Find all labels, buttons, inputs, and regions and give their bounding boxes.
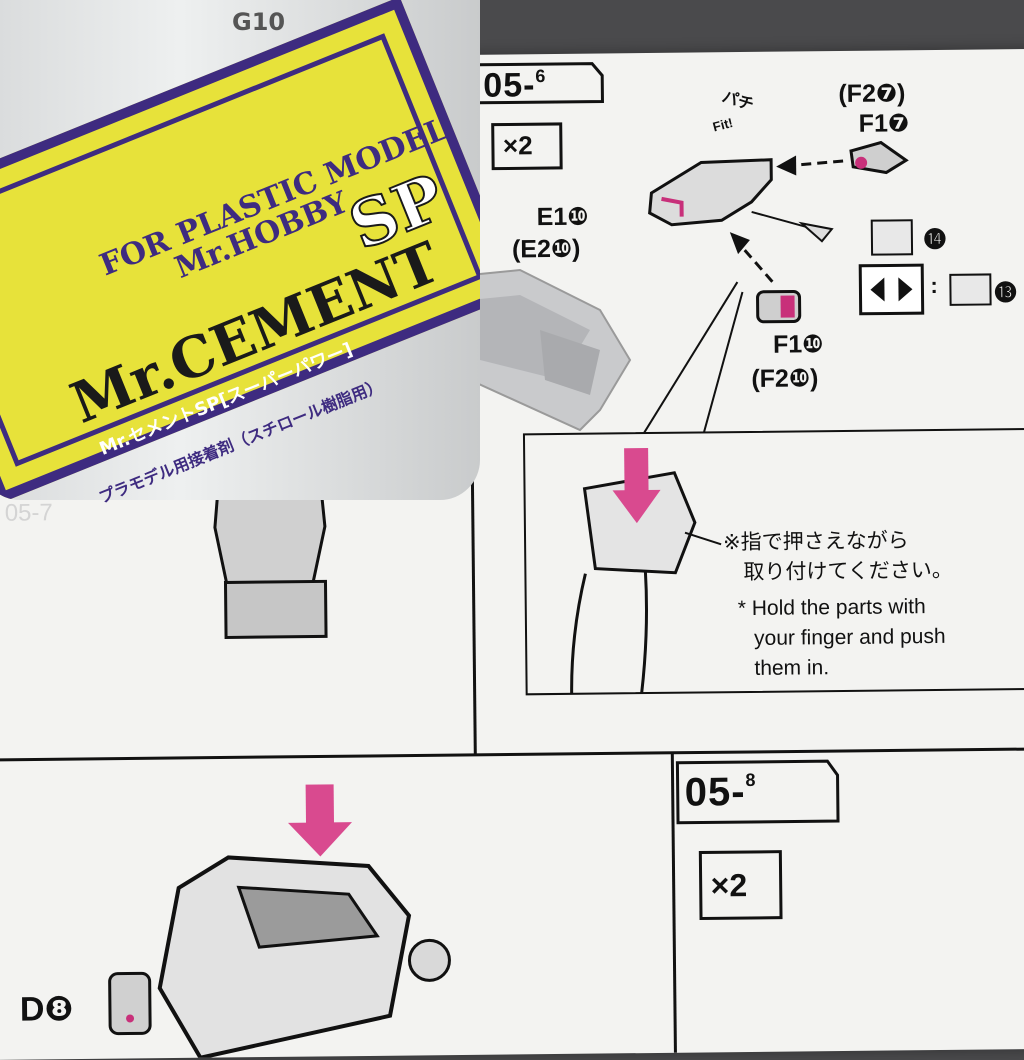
note-en-line2: your finger and push: [753, 624, 946, 650]
part-f1-10-label: F1❿: [772, 330, 824, 359]
cement-bottle: [0, 0, 480, 500]
note-jp-line1: ※指で押さえながら: [722, 529, 909, 555]
part-e1-label: E1❿: [536, 202, 589, 232]
sticker-13-label: ⓭: [994, 280, 1017, 306]
bottle-top-mark: G10: [232, 8, 286, 36]
note-en-line3: them in.: [754, 656, 830, 680]
step-05-6-label: 05-6: [483, 66, 547, 105]
sticker-14-label: ⓮: [923, 226, 947, 253]
part-f1-7-label: F1❼: [858, 109, 910, 138]
part-f2-7-label: (F2❼): [838, 79, 906, 109]
step-05-8-label: 05-8: [684, 769, 757, 815]
note-en-line1: * Hold the parts with: [737, 595, 926, 621]
background-step-label-2: 05-7: [4, 499, 53, 527]
note-jp-line2: 取り付けてください。: [743, 558, 953, 585]
part-f2-10-label: (F2❿): [751, 364, 819, 393]
step-05-6-multiplier: ×2: [502, 130, 533, 161]
sticker-separator: :: [930, 272, 938, 299]
part-e2-label: (E2❿): [511, 234, 581, 264]
step-05-8-multiplier: ×2: [710, 867, 748, 904]
